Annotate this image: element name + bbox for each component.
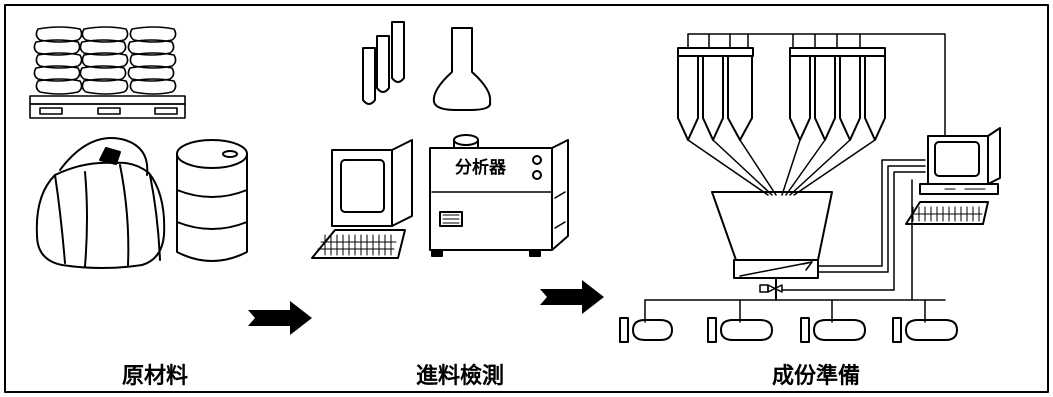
- composition-prep-stage: [619, 33, 1001, 343]
- control-lines: [781, 159, 926, 301]
- distribution-lines: [644, 299, 946, 323]
- analyzer-icon: [429, 134, 569, 257]
- incoming-inspection-stage: 分析器: [311, 21, 569, 259]
- stage-caption-incoming-inspection: 進料檢測: [416, 363, 504, 389]
- container-1-icon: [619, 317, 673, 343]
- hopper-feed-lines: [687, 139, 876, 196]
- silo-feed-lines: [687, 33, 946, 136]
- frame: [4, 4, 1049, 393]
- container-2-icon: [707, 317, 773, 343]
- container-3-icon: [800, 317, 866, 343]
- control-keyboard-keys: [912, 206, 983, 222]
- test-tube-icon: [362, 21, 405, 105]
- mixing-hopper-icon: [711, 191, 833, 301]
- control-computer-icon: [905, 127, 1001, 225]
- stage-caption-raw-material: 原材料: [122, 364, 188, 389]
- flow-arrow-1: [248, 301, 312, 335]
- valve-icon: [759, 284, 783, 293]
- computer-icon: [311, 139, 413, 259]
- bulk-bag-icon: [35, 137, 166, 269]
- flask-icon: [432, 27, 492, 111]
- drum-icon: [176, 139, 248, 262]
- keyboard-keys: [324, 234, 392, 256]
- silo-group-right-icon: [789, 47, 886, 141]
- flow-arrow-2: [540, 280, 604, 314]
- silo-group-left-icon: [677, 47, 754, 141]
- raw-material-stage: [29, 26, 248, 269]
- pallet-icon: [29, 95, 186, 119]
- container-4-icon: [892, 317, 958, 343]
- analyzer-label: 分析器: [455, 157, 507, 178]
- bag-stack-icon: [33, 26, 177, 95]
- stage-caption-composition-prep: 成份準備: [772, 363, 860, 389]
